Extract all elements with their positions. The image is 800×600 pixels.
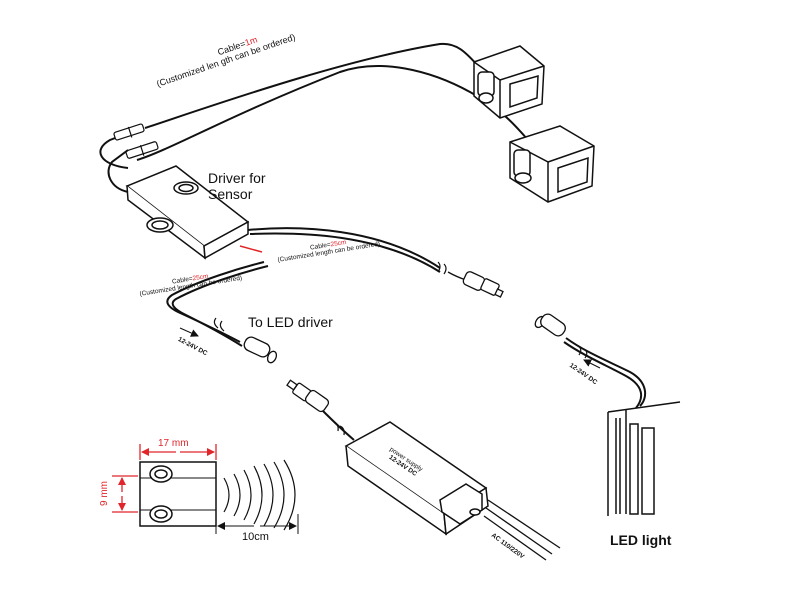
label-driver-for: Driver for (208, 170, 266, 186)
led-light-cable (563, 337, 647, 409)
dimension-distance (215, 514, 299, 534)
cable-break-mark (333, 421, 345, 436)
label-dim-height: 9 mm (99, 481, 110, 506)
female-plug-right (534, 313, 566, 337)
male-plug-power-supply (286, 379, 330, 413)
dimension-height (112, 475, 138, 513)
dc-arrow-right (583, 359, 601, 369)
label-dim-width: 17 mm (158, 438, 189, 449)
dimension-width (139, 444, 217, 460)
output-cable-led-driver (166, 261, 269, 347)
power-supply (344, 421, 489, 536)
label-to-led-driver: To LED driver (248, 314, 333, 330)
cable-break-mark (437, 261, 447, 275)
sensor-cable-connector (113, 123, 159, 159)
male-plug-right (447, 271, 504, 298)
sensor-driver-box (125, 165, 250, 260)
cable-break-mark (577, 345, 588, 359)
output-cable-red-marker (239, 245, 263, 253)
cable-break-mark (213, 317, 225, 332)
female-plug-left (243, 336, 278, 364)
label-dim-distance: 10cm (242, 531, 269, 543)
ac-wires (483, 499, 561, 561)
sensor-cable-top (99, 42, 529, 169)
dc-arrow-left (179, 327, 199, 337)
label-led-light: LED light (610, 532, 672, 548)
output-cable-led-light (247, 227, 441, 273)
led-light-profile (607, 401, 681, 516)
detection-waves (223, 459, 296, 531)
sensor-front-view (139, 461, 217, 527)
sensor-head-2 (509, 125, 595, 203)
sensor-head-1 (473, 45, 545, 119)
label-sensor: Sensor (208, 186, 253, 202)
driver-input-wires (107, 149, 129, 193)
